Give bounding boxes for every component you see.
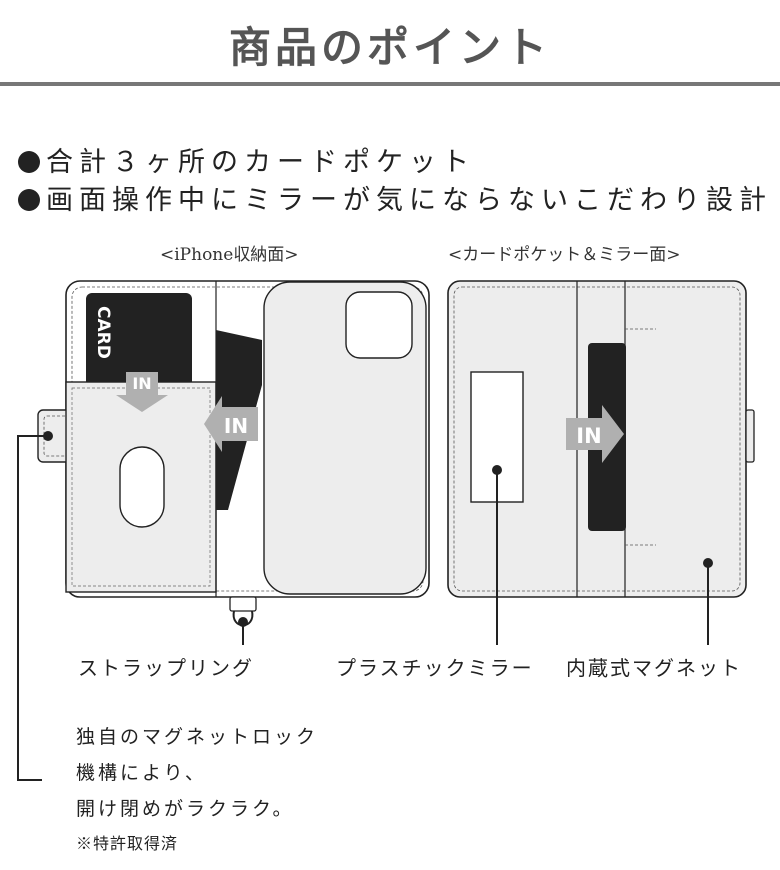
pocket-window xyxy=(119,446,165,528)
magnet-leader-line xyxy=(17,435,48,781)
strap-ring-label: ストラップリング xyxy=(78,656,254,680)
in-label-3: IN xyxy=(576,424,601,448)
bullet-icon xyxy=(18,189,40,211)
strap-ring xyxy=(229,596,257,645)
note-line-3: 開け閉めがラクラク。 xyxy=(76,798,295,820)
title-underline xyxy=(0,82,780,86)
point-item-2: 画面操作中にミラーが気にならないこだわり設計 xyxy=(18,178,772,217)
bullet-icon xyxy=(18,151,40,173)
camera-cutout xyxy=(345,291,413,359)
note-line-1: 独自のマグネットロック xyxy=(76,726,319,748)
point-text-1: 合計３ヶ所のカードポケット xyxy=(46,147,475,178)
page-title: 商品のポイント xyxy=(228,23,551,72)
left-caption: <iPhone収納面> xyxy=(160,245,299,265)
side-clasp xyxy=(745,409,755,463)
right-caption: <カードポケット＆ミラー面> xyxy=(448,245,681,265)
in-arrow-left: IN xyxy=(204,396,258,452)
in-arrow-down: IN xyxy=(116,372,168,412)
point-text-2: 画面操作中にミラーが気にならないこだわり設計 xyxy=(46,185,772,216)
note-line-2: 機構により、 xyxy=(76,762,207,784)
card-graphic: CARD xyxy=(86,293,192,393)
phone-shell xyxy=(263,281,427,595)
patent-note: ※特許取得済 xyxy=(76,834,179,853)
in-label-1: IN xyxy=(132,374,151,393)
mirror-label: プラスチックミラー xyxy=(336,656,534,680)
in-label-2: IN xyxy=(224,414,248,438)
in-arrow-right: IN xyxy=(566,405,624,463)
magnet-label: 内蔵式マグネット xyxy=(566,656,742,680)
card-label: CARD xyxy=(93,306,113,359)
point-item-1: 合計３ヶ所のカードポケット xyxy=(18,140,475,179)
